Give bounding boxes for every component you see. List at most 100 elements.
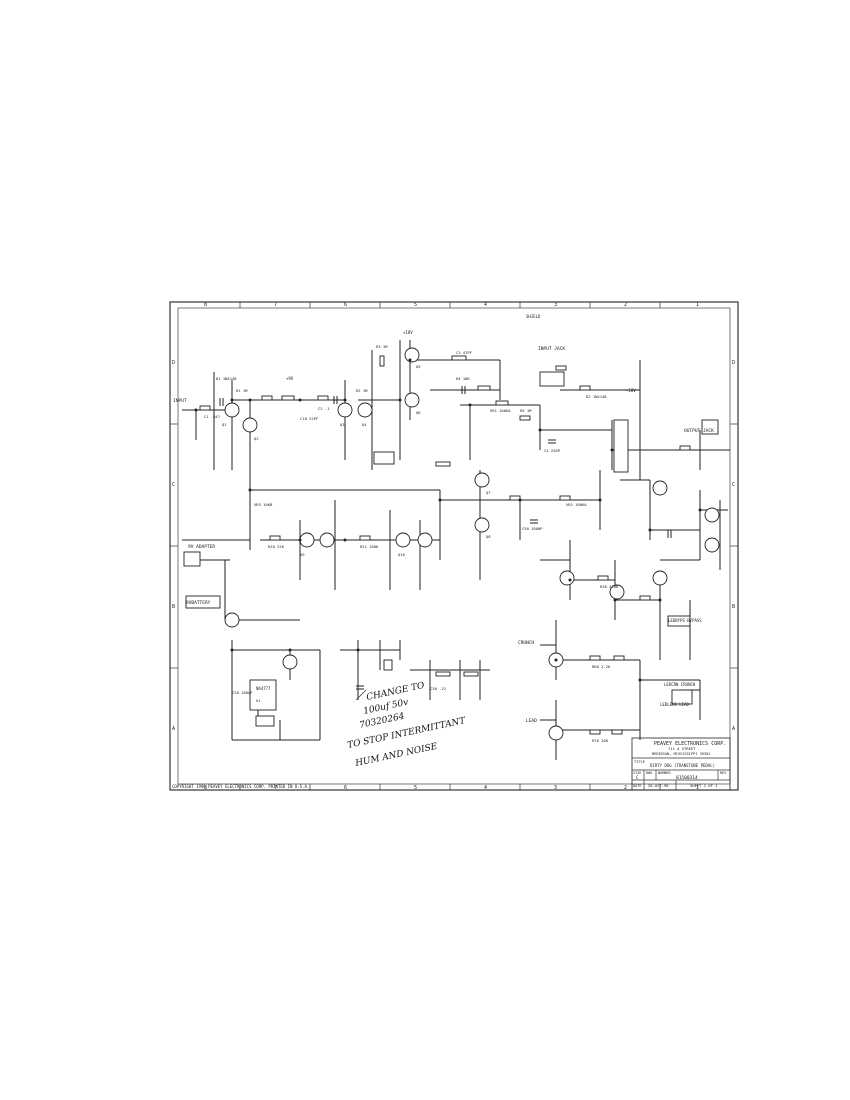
col-label: 6	[344, 302, 347, 308]
row-label: C	[172, 482, 175, 488]
sheet-border	[169, 301, 739, 791]
row-label: A	[732, 726, 735, 732]
part-label: R2 1M	[356, 388, 368, 393]
col-label: 5	[414, 302, 417, 308]
transistor-symbol	[319, 532, 335, 548]
part-label: Q4	[362, 422, 367, 427]
col-label: 2	[624, 785, 627, 791]
part-label: VR3 10KB	[254, 502, 273, 507]
transistor-symbol	[337, 402, 353, 418]
col-label: 1	[696, 302, 699, 308]
part-label: R70 10K	[592, 738, 609, 743]
part-designators: R1 1M R2 1M R3 1M R4 10K R5 1M C1 .047 C…	[204, 344, 619, 743]
part-label: C1 .047	[204, 414, 220, 419]
part-label: C4 220P	[544, 448, 561, 453]
company-name: PEAVEY ELECTRONICS CORP.	[654, 741, 726, 747]
title-label: TITLE	[634, 760, 645, 764]
col-label: 2	[624, 302, 627, 308]
rev-label: REV	[720, 771, 727, 775]
date-value: 20-OCT-98	[648, 783, 669, 788]
part-label: Q8	[486, 534, 491, 539]
part-label: R30 470K	[600, 584, 619, 589]
number-label: NUMBER	[658, 771, 672, 775]
transistor-symbol	[404, 392, 420, 408]
col-label: 8	[204, 785, 207, 791]
part-label: Q9	[300, 552, 305, 557]
part-label: R21 100K	[360, 544, 379, 549]
part-label: D1 1N4148	[216, 376, 237, 381]
transistor-symbol	[474, 517, 490, 533]
company-address: 711 A STREET	[668, 746, 696, 751]
border-row-labels: D C B A D C B A	[172, 360, 735, 732]
border-column-labels-bottom: 8 7 6 5 4 3 2 1	[204, 785, 699, 791]
row-label: A	[172, 726, 175, 732]
drawing-number: 81500314	[676, 775, 698, 781]
input-jack-label: INPUT JACK	[538, 346, 565, 352]
part-label: Q10	[398, 552, 406, 557]
date-label: DATE	[633, 784, 641, 788]
col-label: 8	[204, 302, 207, 308]
border-column-labels-top: 8 7 6 5 4 3 2 1	[204, 302, 699, 308]
part-label: C3 47PF	[456, 350, 473, 355]
transistor-symbol	[474, 472, 490, 488]
company-city: MERIDIAN, MISSISSIPPI 39301	[652, 752, 710, 756]
col-label: 3	[554, 302, 557, 308]
row-label: C	[732, 482, 735, 488]
output-jack-label: OUTPUT JACK	[684, 428, 714, 434]
input-label: INPUT	[173, 398, 187, 404]
part-label: VR1 100KA	[490, 408, 511, 413]
passive-components	[183, 355, 719, 735]
transistor-symbol	[282, 654, 298, 670]
part-label: R60 2.2K	[592, 664, 611, 669]
col-label: 5	[414, 785, 417, 791]
part-label: Q1	[222, 422, 227, 427]
drawing-title: DIRTY DOG (TRANSTUBE PEDAL)	[650, 763, 715, 768]
part-label: R20 22K	[268, 544, 285, 549]
transistor-symbol	[704, 537, 720, 553]
part-label: C50 1000P	[522, 526, 543, 531]
part-label: VR2 100KA	[566, 502, 587, 507]
part-label: C10 22PF	[300, 416, 319, 421]
title-block: PEAVEY ELECTRONICS CORP. 711 A STREET ME…	[631, 737, 731, 791]
crunch-label: CRUNCH	[518, 640, 535, 646]
row-label: B	[172, 604, 175, 610]
vref-label: +9V	[286, 376, 294, 381]
handwritten-annotation: CHANGE TO 100uf 50v 70320264 TO STOP INT…	[347, 681, 468, 769]
row-label: D	[172, 360, 175, 366]
transistor-symbol	[548, 725, 564, 741]
part-label: C20 100UF	[232, 690, 253, 695]
col-label: 7	[274, 785, 277, 791]
size-value: C	[636, 775, 639, 780]
col-label: 1	[696, 785, 699, 791]
col-label: 4	[484, 785, 487, 791]
transistor-symbol	[224, 612, 240, 628]
part-label: D2 1N4148	[586, 394, 607, 399]
part-label: Q3	[340, 422, 345, 427]
led-bypass-label: LEDBYPS BYPASS	[668, 618, 702, 623]
part-label: Q5	[416, 364, 421, 369]
transistor-symbol	[242, 417, 258, 433]
transistor-symbol	[609, 584, 625, 600]
copyright-notice: COPYRIGHT 1996 PEAVEY ELECTRONICS CORP. …	[172, 784, 309, 789]
transistor-symbol	[704, 507, 720, 523]
part-label: R3 1M	[376, 344, 388, 349]
transistor-symbol	[404, 347, 420, 363]
part-label: Q6	[416, 410, 421, 415]
transistor-symbol	[652, 570, 668, 586]
transistor-symbol	[395, 532, 411, 548]
transistor-symbol	[417, 532, 433, 548]
part-label: R4 10K	[456, 376, 470, 381]
supply-label: +18V	[403, 330, 413, 335]
part-label: C2 .1	[318, 406, 330, 411]
transistor-symbol	[357, 402, 373, 418]
lead-label: LEAD	[526, 718, 537, 724]
row-label: D	[732, 360, 735, 366]
transistor-symbol	[652, 480, 668, 496]
row-label: B	[732, 604, 735, 610]
junction-dots	[194, 358, 702, 682]
part-label: R1 1M	[236, 388, 248, 393]
part-label: C30 .22	[430, 686, 446, 691]
transistor-symbol	[224, 402, 240, 418]
transistors	[224, 347, 720, 741]
